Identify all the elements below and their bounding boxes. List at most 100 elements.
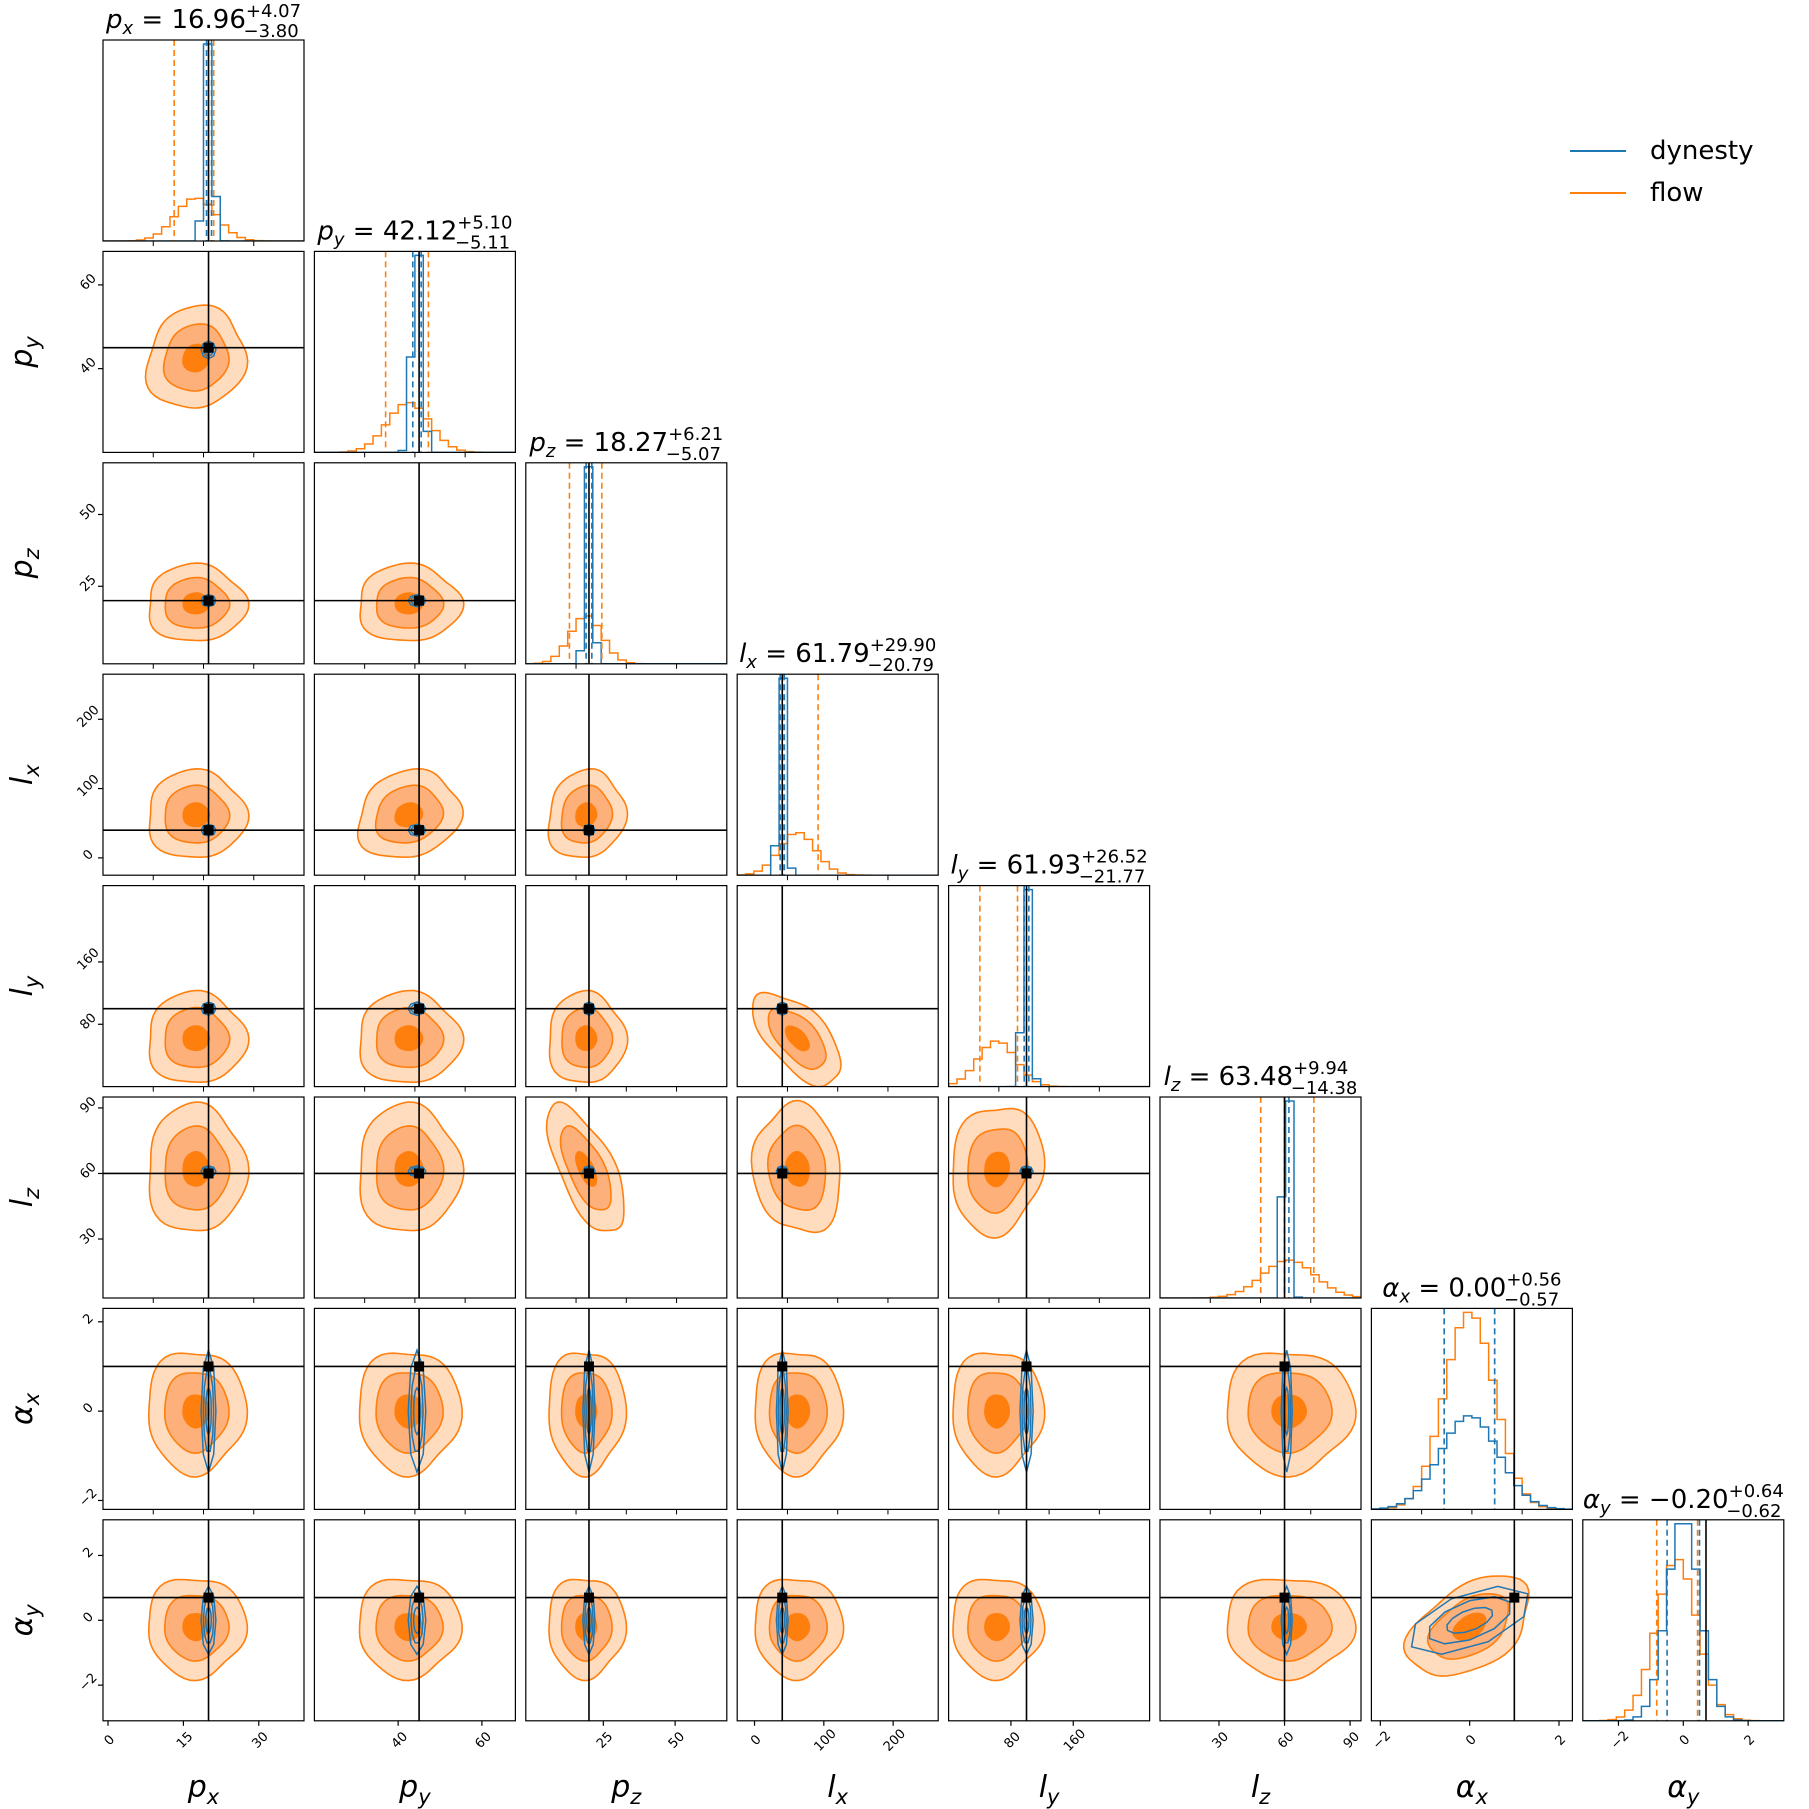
- x-axis-label-pz: pz: [610, 1770, 642, 1809]
- x-tick-label: 50: [666, 1729, 688, 1751]
- y-tick-label: 50: [77, 501, 99, 523]
- flow-contour-level-2: [182, 1025, 211, 1052]
- x-tick-label: 90: [1341, 1729, 1363, 1751]
- dynesty-contour-level-2: [585, 1385, 593, 1437]
- contour-panel-αy-vs-pz: 25 50 pz: [525, 1519, 728, 1809]
- y-tick-label: 25: [77, 573, 99, 595]
- x-axis-label-py: py: [398, 1770, 431, 1809]
- flow-contour-level-2: [784, 1025, 811, 1052]
- contour-panel-ly-vs-pz: [525, 884, 728, 1092]
- hist-dynesty-αy: [1582, 1523, 1784, 1721]
- x-tick-label: 0: [748, 1732, 764, 1748]
- dynesty-contour-level-1: [202, 1370, 215, 1452]
- hist-panel-ly: ly = 61.93+26.52−21.77: [947, 847, 1151, 1092]
- hist-dynesty-py: [314, 254, 516, 453]
- y-tick-label: 0: [80, 847, 96, 863]
- x-tick-label: −2: [1370, 1728, 1394, 1752]
- hist-panel-αx: αx = 0.00+0.56−0.57: [1370, 1269, 1574, 1515]
- flow-contour-level-2: [785, 1394, 811, 1429]
- panel-frame: [1370, 1519, 1574, 1722]
- flow-contour-level-2: [785, 1612, 811, 1642]
- legend-label-dynesty: dynesty: [1650, 136, 1754, 166]
- dynesty-contour-level-2: [585, 1605, 593, 1635]
- y-tick-label: 2: [80, 1545, 96, 1561]
- truth-marker: [777, 1168, 788, 1179]
- y-axis-label-αy: αy: [5, 1604, 44, 1637]
- panel-frame: [525, 462, 728, 665]
- x-tick-label: 2: [1742, 1732, 1758, 1748]
- x-axis-label-px: px: [187, 1770, 220, 1809]
- x-tick-label: 200: [881, 1726, 909, 1754]
- dynesty-contour-level-1: [1021, 1370, 1032, 1452]
- dynesty-contour-level-2: [1023, 1385, 1030, 1437]
- hist-flow-py: [314, 401, 516, 453]
- panel-frame: [1582, 1519, 1785, 1722]
- hist-dynesty-ly: [948, 888, 1150, 1087]
- x-tick-label: 100: [812, 1726, 840, 1754]
- x-tick-label: 2: [1553, 1732, 1569, 1748]
- hist-dynesty-pz: [525, 466, 727, 664]
- y-tick-label: 80: [77, 1011, 99, 1033]
- panel-frame: [102, 1519, 305, 1722]
- y-tick-label: 2: [80, 1311, 96, 1327]
- truth-marker: [583, 1592, 594, 1603]
- panel-title-lx: lx = 61.79+29.90−20.79: [739, 635, 936, 676]
- panel-title-py: py = 42.12+5.10−5.11: [316, 212, 512, 253]
- legend-label-flow: flow: [1650, 178, 1704, 208]
- dynesty-contour-level-2: [1446, 1606, 1494, 1634]
- dynesty-contour-level-2: [1023, 1605, 1030, 1635]
- dynesty-contour-level-2: [204, 1386, 213, 1437]
- truth-marker: [203, 1168, 214, 1179]
- y-axis-label-lz: lz: [5, 1187, 44, 1207]
- y-tick-label: 90: [77, 1094, 99, 1116]
- contour-panel-lx-vs-py: [313, 673, 516, 881]
- y-tick-label: 60: [77, 1160, 99, 1182]
- y-tick-label: 200: [74, 703, 102, 731]
- panel-title-ly: ly = 61.93+26.52−21.77: [950, 847, 1147, 888]
- y-tick-label: −2: [76, 1486, 100, 1510]
- truth-marker: [1279, 1361, 1290, 1372]
- y-tick-label: 30: [77, 1225, 99, 1247]
- y-tick-label: 0: [80, 1610, 96, 1626]
- dynesty-contour-level-2: [204, 1606, 213, 1635]
- flow-contour-level-2: [575, 802, 598, 828]
- flow-contour-level-2: [784, 1150, 810, 1187]
- x-tick-label: 15: [174, 1729, 196, 1751]
- truth-marker: [203, 1592, 214, 1603]
- x-axis-label-lx: lx: [827, 1770, 848, 1809]
- panel-title-px: px = 16.96+4.07−3.80: [105, 1, 301, 42]
- flow-contour-level-2: [182, 802, 211, 828]
- dynesty-contour-level-0: [1410, 1585, 1529, 1655]
- truth-marker: [1021, 1168, 1032, 1179]
- y-tick-label: 100: [74, 772, 102, 800]
- truth-marker: [777, 1003, 788, 1014]
- contour-panel-lz-vs-pz: [525, 1096, 728, 1303]
- truth-marker: [414, 1003, 425, 1014]
- y-axis-label-lx: lx: [5, 764, 44, 785]
- dynesty-contour-level-1: [584, 1370, 594, 1452]
- y-tick-label: 0: [80, 1400, 96, 1416]
- contour-panel-lx-vs-px: 0 100 200 lx: [5, 673, 305, 881]
- truth-marker: [203, 342, 214, 353]
- x-tick-label: 30: [1210, 1729, 1232, 1751]
- contour-panel-αx-vs-ly: [947, 1307, 1151, 1515]
- x-tick-label: 30: [249, 1729, 271, 1751]
- x-tick-label: 25: [594, 1729, 616, 1751]
- dynesty-contour-level-1: [1428, 1596, 1511, 1645]
- x-tick-label: 0: [1463, 1732, 1479, 1748]
- flow-contour-level-2: [984, 1394, 1010, 1429]
- x-tick-label: 60: [1275, 1729, 1297, 1751]
- hist-flow-αy: [1582, 1558, 1784, 1721]
- contour-panel-ly-vs-py: [313, 884, 516, 1092]
- truth-marker: [583, 1361, 594, 1372]
- panel-frame: [525, 1519, 728, 1722]
- panel-title-αx: αx = 0.00+0.56−0.57: [1382, 1269, 1561, 1310]
- panel-frame: [947, 1519, 1151, 1722]
- truth-marker: [203, 825, 214, 836]
- truth-marker: [414, 1361, 425, 1372]
- truth-marker: [414, 825, 425, 836]
- dynesty-contour-level-1: [777, 1370, 788, 1452]
